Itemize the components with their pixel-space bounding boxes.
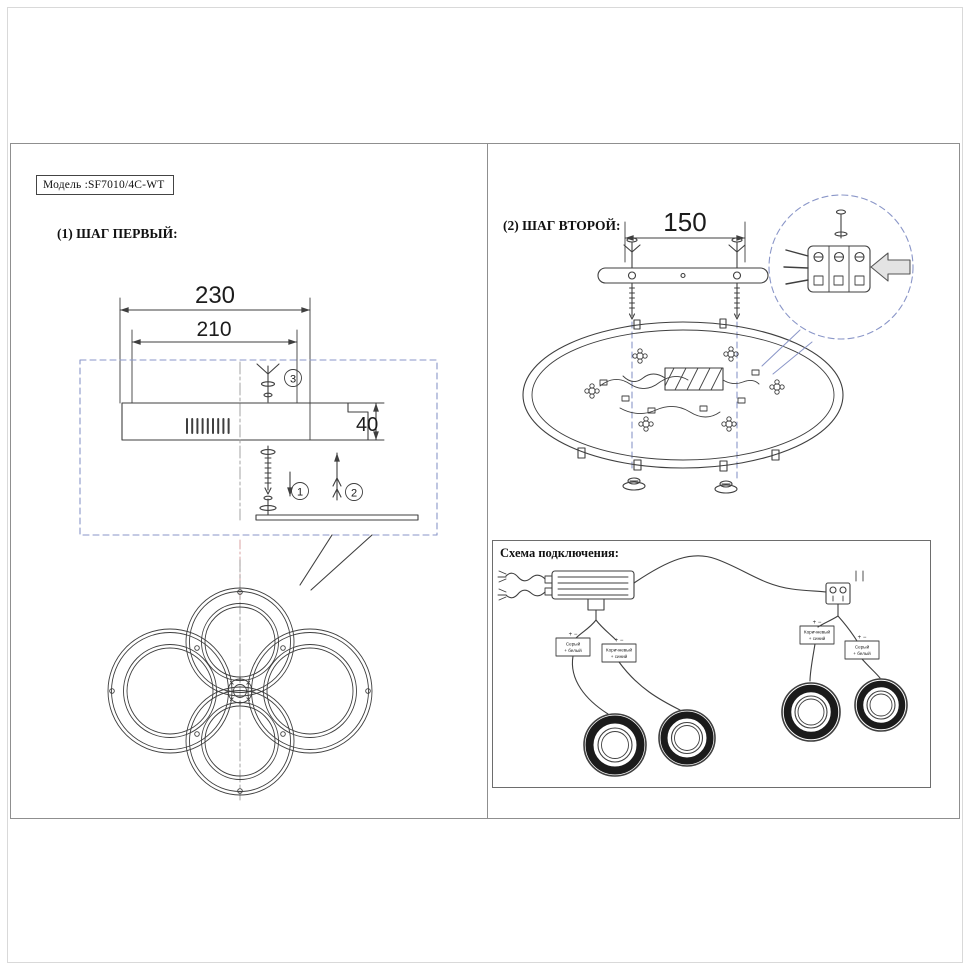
panel-divider	[487, 143, 488, 819]
terminal-block-detail	[783, 245, 871, 293]
step2-drawing: 150	[522, 194, 914, 494]
center-hub	[225, 676, 255, 706]
toggle-bolt	[256, 363, 280, 403]
bottom-screw-left	[622, 477, 646, 491]
dashed-selection-box	[79, 359, 438, 536]
step2-heading: (2) ШАГ ВТОРОЙ:	[503, 218, 621, 233]
model-label: Модель :SF7010/4C-WT	[43, 179, 165, 191]
expansion-anchor	[332, 452, 342, 501]
connector-label-line1: Коричневый	[606, 647, 633, 653]
pointer-tail	[299, 534, 373, 591]
dimension-230: 230	[119, 282, 311, 441]
connector-right-1: + − Коричневый + синий	[799, 620, 835, 645]
plate-anchor-flowers	[584, 346, 785, 432]
connector-left-1: + − Серый + белый	[555, 632, 591, 657]
plate-driver	[664, 367, 724, 391]
plate-wires	[599, 373, 760, 418]
callout-1: 1	[291, 482, 309, 500]
wire-to-ring-d	[861, 658, 881, 679]
callout-3: 3	[284, 369, 302, 387]
wiring-diagram-heading: Схема подключения:	[500, 546, 619, 560]
mounting-bar	[597, 267, 769, 284]
wire-to-ring-b	[618, 661, 681, 711]
dim-40-text: 40	[356, 414, 378, 436]
wire-to-ring-c	[809, 643, 816, 682]
step1-drawing: 230 210 40	[79, 282, 438, 801]
connector-label-line1: Коричневый	[804, 629, 831, 635]
ring-left	[107, 628, 233, 754]
polarity-marks: + −	[813, 620, 822, 626]
step1-heading: (1) ШАГ ПЕРВЫЙ:	[57, 226, 178, 241]
connector-label-line2: + синий	[611, 653, 628, 659]
detail-screw	[834, 209, 848, 239]
mounting-plate-section	[121, 402, 369, 441]
callout-3-number: 3	[290, 374, 296, 386]
polarity-marks: + −	[615, 638, 624, 644]
wiring-diagram: + − Серый + белый + − Коричневый + синий…	[497, 555, 908, 777]
detail-circle	[768, 194, 914, 340]
vent-slots	[186, 418, 230, 434]
connector-label-line2: + белый	[564, 647, 582, 653]
wire-to-ring-a	[571, 655, 609, 715]
page-border	[7, 7, 963, 963]
dimension-210: 210	[131, 318, 298, 404]
connector-label-line1: Серый	[566, 641, 581, 647]
hanging-screw	[260, 445, 276, 495]
callout-2: 2	[345, 483, 363, 501]
insert-arrow	[870, 252, 911, 282]
light-ring-c	[781, 682, 841, 742]
model-box: Модель :SF7010/4C-WT	[36, 175, 175, 195]
driver-splitter	[575, 598, 617, 641]
polarity-marks: + −	[569, 632, 578, 638]
connector-right-2: + − Серый + белый	[844, 635, 880, 660]
ceiling-plate	[522, 318, 844, 472]
bar-screw-right	[728, 237, 746, 320]
terminal-block-small	[825, 570, 864, 605]
plate-clips	[599, 369, 760, 414]
connector-label-line2: + синий	[809, 635, 826, 641]
detail-pointer	[761, 329, 813, 375]
light-ring-b	[658, 709, 716, 767]
light-ring-d	[854, 678, 908, 732]
rim-screws	[109, 589, 371, 794]
input-cables	[497, 570, 546, 601]
dimension-40: 40	[347, 402, 385, 441]
callout-1-number: 1	[297, 487, 303, 499]
bottom-screw-right	[714, 480, 738, 494]
dim-150-text: 150	[663, 207, 706, 237]
callout-2-number: 2	[351, 488, 357, 500]
light-ring-a	[583, 713, 647, 777]
ring-right	[247, 628, 373, 754]
bar-screw-left	[623, 237, 641, 320]
connector-label-line1: Серый	[855, 644, 870, 650]
wiring-diagram-box	[492, 540, 931, 788]
connector-left-2: + − Коричневый + синий	[601, 638, 637, 663]
led-driver	[544, 570, 635, 600]
rings-front-view	[107, 587, 373, 796]
main-cable	[633, 555, 827, 593]
dim-230-text: 230	[195, 282, 235, 309]
connector-label-line2: + белый	[853, 650, 871, 656]
dimension-150: 150	[624, 207, 746, 263]
dim-210-text: 210	[196, 318, 231, 341]
diagram-frame	[10, 143, 960, 819]
polarity-marks: + −	[858, 635, 867, 641]
ceiling-bar	[255, 495, 419, 521]
